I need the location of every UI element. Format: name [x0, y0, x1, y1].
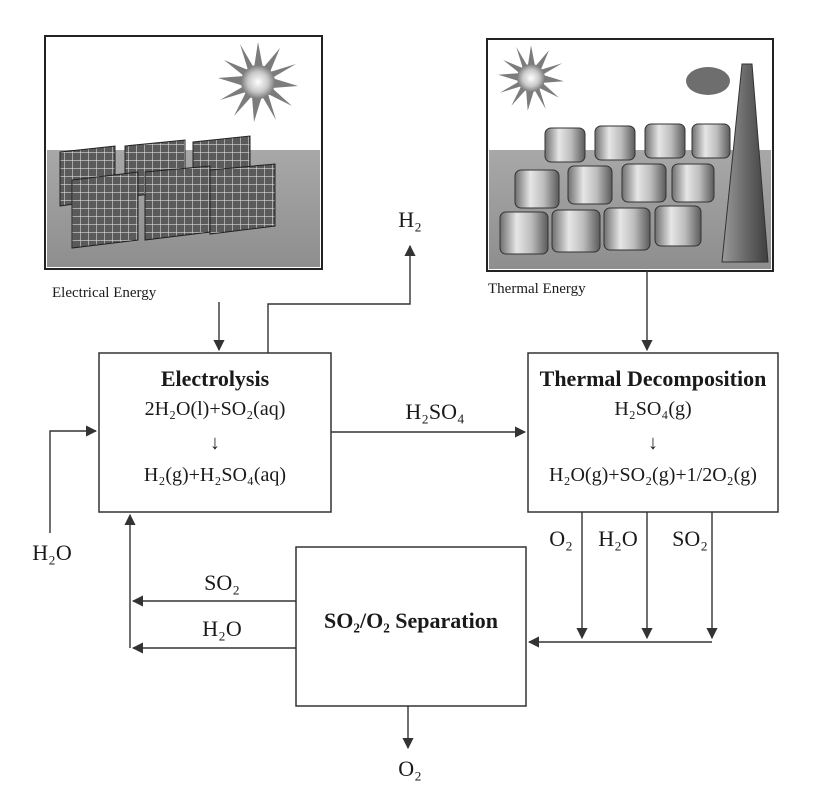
electrolysis-title: Electrolysis — [161, 366, 270, 391]
solar-panels-picture — [44, 35, 323, 270]
electrolysis-box: Electrolysis 2H₂O(l)+SO₂(aq) ↓ H₂(g)+H₂S… — [98, 352, 332, 513]
thermal-decomposition-arrow: ↓ — [648, 432, 658, 454]
o2-down-label: O₂ — [549, 526, 573, 551]
h2so4-label: H₂SO₄ — [405, 399, 464, 424]
thermal-decomposition-reactant: H₂SO₄(g) — [614, 398, 691, 420]
separation-title: SO₂/O₂ Separation — [324, 608, 498, 633]
electrolysis-arrow: ↓ — [210, 432, 220, 454]
thermal-energy-label: Thermal Energy — [488, 281, 586, 297]
h2o-return-label: H₂O — [202, 616, 241, 641]
pv-panel-icon — [59, 135, 276, 249]
thermal-decomposition-product: H₂O(g)+SO₂(g)+1/2O₂(g) — [549, 464, 757, 486]
so2-down-label: SO₂ — [672, 526, 708, 551]
thermal-decomposition-title: Thermal Decomposition — [540, 366, 767, 391]
so2-return-label: SO₂ — [204, 570, 240, 595]
heliostat-mirror-icon — [499, 123, 731, 255]
h2-output-arrow — [267, 244, 416, 353]
separation-box: SO₂/O₂ Separation — [295, 546, 527, 707]
electrolysis-reactant: 2H₂O(l)+SO₂(aq) — [145, 398, 286, 420]
electrical-energy-label: Electrical Energy — [52, 285, 157, 301]
solar-thermal-picture — [486, 38, 774, 272]
h2o-input-arrow — [49, 425, 98, 533]
electrolysis-product: H₂(g)+H₂SO₄(aq) — [144, 464, 286, 486]
solar-tower-icon — [686, 63, 769, 263]
h2o-input-label: H₂O — [32, 540, 71, 565]
h2o-down-label: H₂O — [598, 526, 637, 551]
o2-output-label: O₂ — [398, 756, 422, 781]
h2-output-label: H₂ — [398, 207, 422, 232]
thermal-decomposition-box: Thermal Decomposition H₂SO₄(g) ↓ H₂O(g)+… — [527, 352, 779, 513]
flow-lines — [49, 244, 718, 750]
